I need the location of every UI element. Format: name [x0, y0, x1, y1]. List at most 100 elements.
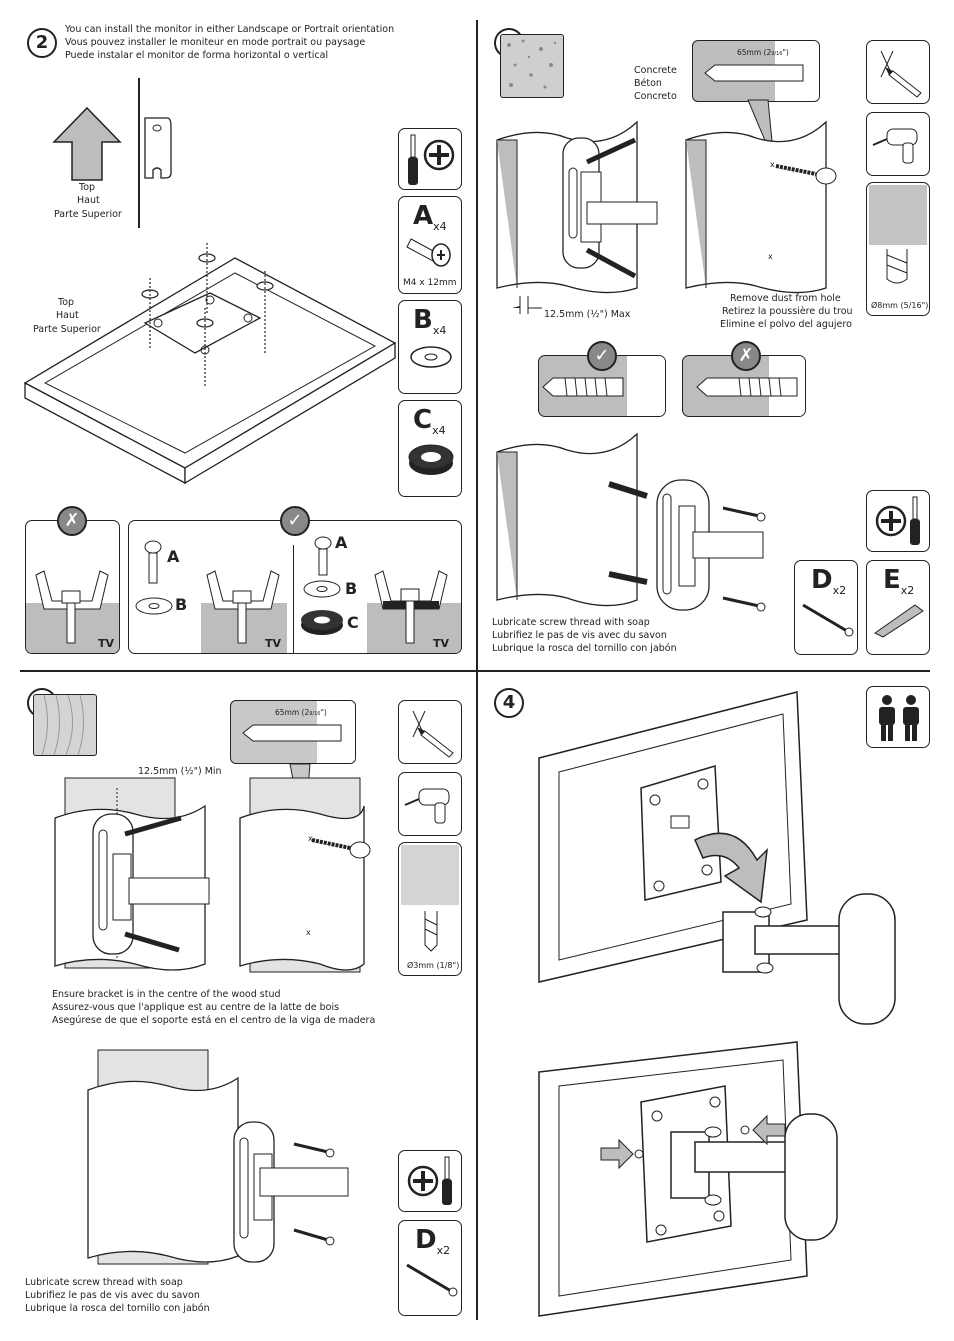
concrete-drill-bit-box: Ø8mm (5/16") [866, 182, 930, 316]
dust-en: Remove dust from hole [730, 293, 841, 304]
part-d-letter: D [811, 565, 833, 595]
drill-depth-callout: 65mm (29/16") [692, 40, 820, 102]
wood-stud-drilling-illustration [239, 763, 371, 973]
concrete-lube-en: Lubricate screw thread with soap [492, 617, 650, 628]
screwdriver-tool-box [398, 128, 462, 190]
top-label-es: Parte Superior [54, 209, 122, 220]
depth-value: 65mm (2 [737, 48, 772, 57]
concrete-drill-size: Ø8mm (5/16") [871, 301, 929, 310]
top-label-2-fr: Haut [56, 310, 79, 321]
pencil-icon [412, 710, 454, 758]
concrete-anchor-install-illustration [496, 432, 766, 612]
part-b-qty: x4 [432, 324, 447, 338]
max-gap-label: 12.5mm (½") Max [544, 309, 631, 320]
wood-drill-depth-callout: 65mm (29/16") [230, 700, 356, 764]
screwdriver-icon [408, 134, 455, 185]
part-c-box: Cx4 [398, 400, 462, 497]
spacer-ring-icon [408, 444, 454, 475]
material-es: Concreto [634, 91, 677, 102]
drill-bit-icon [886, 249, 908, 284]
wood-drill-size: Ø3mm (1/8") [407, 961, 460, 970]
wood-screwdriver-tool-box [398, 1150, 462, 1212]
two-person-box [866, 686, 930, 748]
wood-mark-x-lower: x [306, 928, 311, 937]
part-b-box: Bx4 [398, 300, 462, 394]
stud-en: Ensure bracket is in the centre of the w… [52, 989, 281, 1000]
wood-mark-x-upper: x [308, 834, 313, 843]
step-2-intro-fr: Vous pouvez installer le moniteur en mod… [65, 37, 366, 48]
mark-x-upper: x [770, 160, 775, 169]
secure-monitor-illustration [538, 1041, 838, 1317]
part-a-size: M4 x 12mm [403, 278, 457, 288]
correct-panel-tv-label-1: TV [265, 637, 282, 650]
min-gap-label: 12.5mm (½") Min [138, 766, 222, 777]
hang-monitor-illustration [538, 691, 896, 1025]
up-arrow-icon [52, 106, 122, 181]
screw-icon [406, 1263, 458, 1297]
pencil-icon [880, 50, 922, 98]
part-a-qty: x4 [433, 220, 447, 234]
correct-panel-tv-label-2: TV [433, 637, 450, 650]
step-2-number: 2 [27, 28, 57, 58]
concrete-texture-swatch [500, 34, 564, 98]
part-c-letter: C [413, 405, 433, 435]
step-4-number: 4 [494, 688, 524, 718]
power-drill-icon [404, 788, 450, 824]
screwdriver-icon [875, 496, 920, 545]
wall-plate-illustration [138, 78, 172, 228]
screwdriver-icon [407, 1156, 452, 1205]
mark-x-lower: x [768, 252, 773, 261]
part-e-box: Ex2 [866, 560, 930, 655]
part-e-qty: x2 [900, 584, 915, 598]
small-washer-b-icon [303, 580, 341, 598]
part-d-box: Dx2 [794, 560, 858, 655]
concrete-lube-fr: Lubrifiez le pas de vis avec du savon [492, 630, 667, 641]
correct-panel-c-label: C [347, 613, 359, 632]
correct-panel-b-label-2: B [345, 579, 358, 598]
wood-depth-value: 65mm (2 [275, 708, 310, 717]
drill-bit-icon [424, 911, 438, 952]
two-people-icon [879, 695, 919, 741]
step-2-intro-es: Puede instalar el monitor de forma horiz… [65, 50, 329, 61]
wood-part-d-qty: x2 [436, 1244, 451, 1258]
gap-dimension-icon [512, 296, 542, 314]
material-en: Concrete [634, 65, 677, 76]
washer-icon [410, 346, 452, 368]
depth-close: ") [782, 48, 789, 57]
monitor-back-illustration [23, 243, 397, 485]
wood-stud-marking-illustration [54, 777, 210, 971]
wood-lube-en: Lubricate screw thread with soap [25, 1277, 183, 1288]
bracket-section-icon [206, 570, 280, 644]
screwdriver-tool-box-2 [866, 490, 930, 552]
screw-icon [802, 603, 854, 637]
concrete-lube-es: Lubrique la rosca del tornillo con jabón [492, 643, 677, 654]
concrete-wall-marking-illustration [496, 120, 658, 294]
wood-depth-close: ") [320, 708, 327, 717]
correct-mark-icon: ✓ [280, 506, 310, 536]
wood-part-d-box: Dx2 [398, 1220, 462, 1316]
small-washer-b-icon [135, 597, 173, 615]
concrete-wall-drilling-illustration [685, 120, 837, 294]
small-spacer-c-icon [301, 610, 343, 635]
correct-panel: A B TV A B C TV [128, 520, 462, 654]
horizontal-divider [20, 670, 930, 672]
wood-screw-install-illustration [87, 1049, 349, 1265]
wood-depth-fraction: 9/16 [309, 711, 321, 717]
depth-fraction: 9/16 [771, 51, 783, 57]
wrong-panel: TV [25, 520, 120, 654]
material-fr: Béton [634, 78, 662, 89]
correct-panel-a-label-2: A [335, 533, 348, 552]
wood-part-d-letter: D [415, 1225, 437, 1255]
wood-drill-tool-box [398, 772, 462, 836]
wood-lube-es: Lubrique la rosca del tornillo con jabón [25, 1303, 210, 1314]
small-bolt-a-icon [314, 536, 332, 576]
wall-plug-icon [874, 604, 924, 638]
wood-lube-fr: Lubrifiez le pas de vis avec du savon [25, 1290, 200, 1301]
plug-correct-mark: ✓ [587, 341, 617, 371]
correct-panel-a-label: A [167, 547, 180, 566]
drill-tool-box [866, 112, 930, 176]
step-2-intro-en: You can install the monitor in either La… [65, 24, 395, 35]
wrong-panel-tv-label: TV [98, 637, 115, 650]
wrong-mark-icon: ✗ [57, 506, 87, 536]
bracket-section-icon [374, 570, 448, 644]
